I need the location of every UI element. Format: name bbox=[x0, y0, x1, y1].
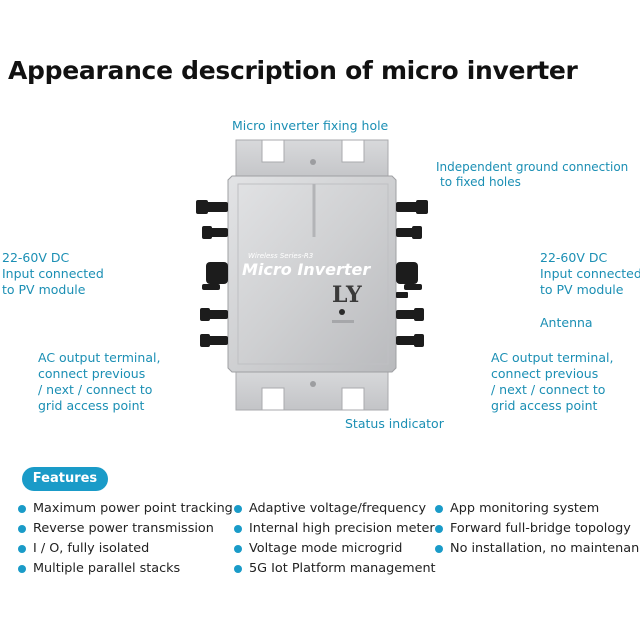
label-status-indicator: Status indicator bbox=[345, 416, 444, 431]
feature-text: No installation, no maintenance bbox=[450, 541, 640, 556]
bullet-icon bbox=[18, 505, 26, 513]
features-column-3: App monitoring system Forward full-bridg… bbox=[435, 499, 640, 559]
feature-text: Forward full-bridge topology bbox=[450, 521, 631, 536]
feature-text: Internal high precision meter bbox=[249, 521, 435, 536]
feature-text: Adaptive voltage/frequency bbox=[249, 501, 427, 516]
label-dc-left-line-2: Input connected bbox=[2, 266, 104, 281]
device-model-text: Micro Inverter bbox=[242, 260, 371, 279]
feature-text: Multiple parallel stacks bbox=[33, 561, 181, 576]
bullet-icon bbox=[18, 525, 26, 533]
label-dc-left-line-3: to PV module bbox=[2, 282, 86, 297]
label-dc-right-line-1: 22-60V DC bbox=[540, 250, 608, 265]
label-dc-right: 22-60V DC Input connected to PV module bbox=[540, 250, 640, 298]
bullet-icon bbox=[435, 505, 443, 513]
device-brand-text: LY bbox=[332, 282, 362, 308]
feature-text: Maximum power point tracking bbox=[33, 501, 233, 516]
device-series-text: Wireless Series-R3 bbox=[248, 252, 313, 260]
left-dc-connectors bbox=[196, 200, 228, 290]
status-led-caption-mark bbox=[332, 320, 354, 323]
label-ac-right-line-4: grid access point bbox=[491, 398, 598, 413]
features-badge: Features bbox=[22, 467, 108, 491]
bullet-icon bbox=[234, 545, 242, 553]
label-ac-left-line-1: AC output terminal, bbox=[38, 350, 161, 365]
bullet-icon bbox=[18, 545, 26, 553]
micro-inverter-drawing: Wireless Series-R3 Micro Inverter LY bbox=[196, 139, 428, 411]
label-fixing-hole: Micro inverter fixing hole bbox=[232, 118, 389, 133]
feature-text: I / O, fully isolated bbox=[33, 541, 150, 556]
feature-item: No installation, no maintenance bbox=[435, 539, 640, 559]
feature-item: 5G Iot Platform management bbox=[234, 559, 436, 579]
label-ac-right-line-1: AC output terminal, bbox=[491, 350, 614, 365]
feature-item: Adaptive voltage/frequency bbox=[234, 499, 436, 519]
bottom-mounting-plate bbox=[235, 369, 389, 411]
bullet-icon bbox=[234, 565, 242, 573]
bullet-icon bbox=[435, 545, 443, 553]
label-ground-connection: Independent ground connection to fixed h… bbox=[436, 160, 628, 190]
antenna-connector bbox=[396, 292, 408, 298]
feature-item: Internal high precision meter bbox=[234, 519, 436, 539]
top-mounting-plate bbox=[235, 139, 389, 181]
right-dc-connectors bbox=[396, 200, 428, 290]
bullet-icon bbox=[234, 505, 242, 513]
feature-item: App monitoring system bbox=[435, 499, 640, 519]
label-dc-left-line-1: 22-60V DC bbox=[2, 250, 70, 265]
left-ac-connectors bbox=[200, 308, 228, 347]
features-grid: Maximum power point tracking Reverse pow… bbox=[18, 499, 640, 589]
bullet-icon bbox=[18, 565, 26, 573]
label-ground-line-2: to fixed holes bbox=[440, 175, 521, 189]
label-ac-left-line-2: connect previous bbox=[38, 366, 146, 381]
label-ground-line-1: Independent ground connection bbox=[436, 160, 629, 174]
feature-item: Forward full-bridge topology bbox=[435, 519, 640, 539]
feature-text: 5G Iot Platform management bbox=[249, 561, 436, 576]
label-dc-right-line-2: Input connected bbox=[540, 266, 640, 281]
label-ac-left: AC output terminal, connect previous / n… bbox=[38, 350, 160, 414]
bullet-icon bbox=[234, 525, 242, 533]
status-led-icon bbox=[339, 309, 345, 315]
page-title: Appearance description of micro inverter bbox=[8, 56, 578, 85]
feature-text: Reverse power transmission bbox=[33, 521, 214, 536]
feature-item: Voltage mode microgrid bbox=[234, 539, 436, 559]
feature-item: I / O, fully isolated bbox=[18, 539, 233, 559]
label-antenna: Antenna bbox=[540, 315, 593, 330]
label-ac-right-line-3: / next / connect to bbox=[491, 382, 606, 397]
feature-item: Reverse power transmission bbox=[18, 519, 233, 539]
features-column-2: Adaptive voltage/frequency Internal high… bbox=[234, 499, 436, 579]
feature-item: Multiple parallel stacks bbox=[18, 559, 233, 579]
feature-item: Maximum power point tracking bbox=[18, 499, 233, 519]
label-ac-right-line-2: connect previous bbox=[491, 366, 599, 381]
label-dc-left: 22-60V DC Input connected to PV module bbox=[2, 250, 104, 298]
features-column-1: Maximum power point tracking Reverse pow… bbox=[18, 499, 233, 579]
bullet-icon bbox=[435, 525, 443, 533]
label-ac-left-line-4: grid access point bbox=[38, 398, 145, 413]
label-dc-right-line-3: to PV module bbox=[540, 282, 624, 297]
label-ac-right: AC output terminal, connect previous / n… bbox=[491, 350, 613, 414]
label-ac-left-line-3: / next / connect to bbox=[38, 382, 153, 397]
feature-text: App monitoring system bbox=[450, 501, 600, 516]
feature-text: Voltage mode microgrid bbox=[249, 541, 403, 556]
micro-inverter-illustration: Wireless Series-R3 Micro Inverter LY bbox=[192, 132, 452, 422]
right-ac-connectors bbox=[396, 308, 424, 347]
